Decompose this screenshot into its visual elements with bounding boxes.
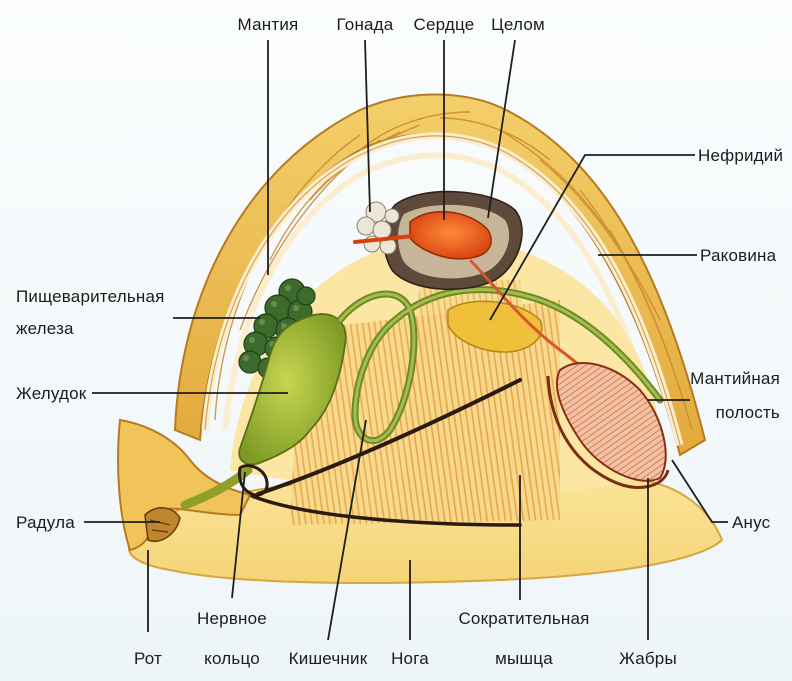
label-nephridium: Нефридий	[698, 146, 783, 165]
label-mouth: Рот	[134, 649, 162, 668]
label-mantle-cavity-line1: Мантийная	[690, 369, 780, 388]
label-mantle-cavity-line2: полость	[716, 403, 780, 422]
label-mantle: Мантия	[238, 15, 299, 34]
label-heart: Сердце	[414, 15, 475, 34]
label-digestive-gland-line2: железа	[16, 319, 74, 338]
label-coelom: Целом	[491, 15, 545, 34]
label-intestine: Кишечник	[289, 649, 368, 668]
label-gills: Жабры	[619, 649, 677, 668]
label-stomach: Желудок	[16, 384, 87, 403]
label-nerve-ring-line1: Нервное	[197, 609, 267, 628]
label-gonad: Гонада	[337, 15, 394, 34]
label-shell: Раковина	[700, 246, 777, 265]
label-anus: Анус	[732, 513, 771, 532]
label-digestive-gland-line1: Пищеварительная	[16, 287, 165, 306]
label-nerve-ring-line2: кольцо	[204, 649, 260, 668]
label-retractor-muscle-line2: мышца	[495, 649, 553, 668]
label-radula: Радула	[16, 513, 75, 532]
label-foot: Нога	[391, 649, 429, 668]
label-retractor-muscle-line1: Сократительная	[458, 609, 589, 628]
